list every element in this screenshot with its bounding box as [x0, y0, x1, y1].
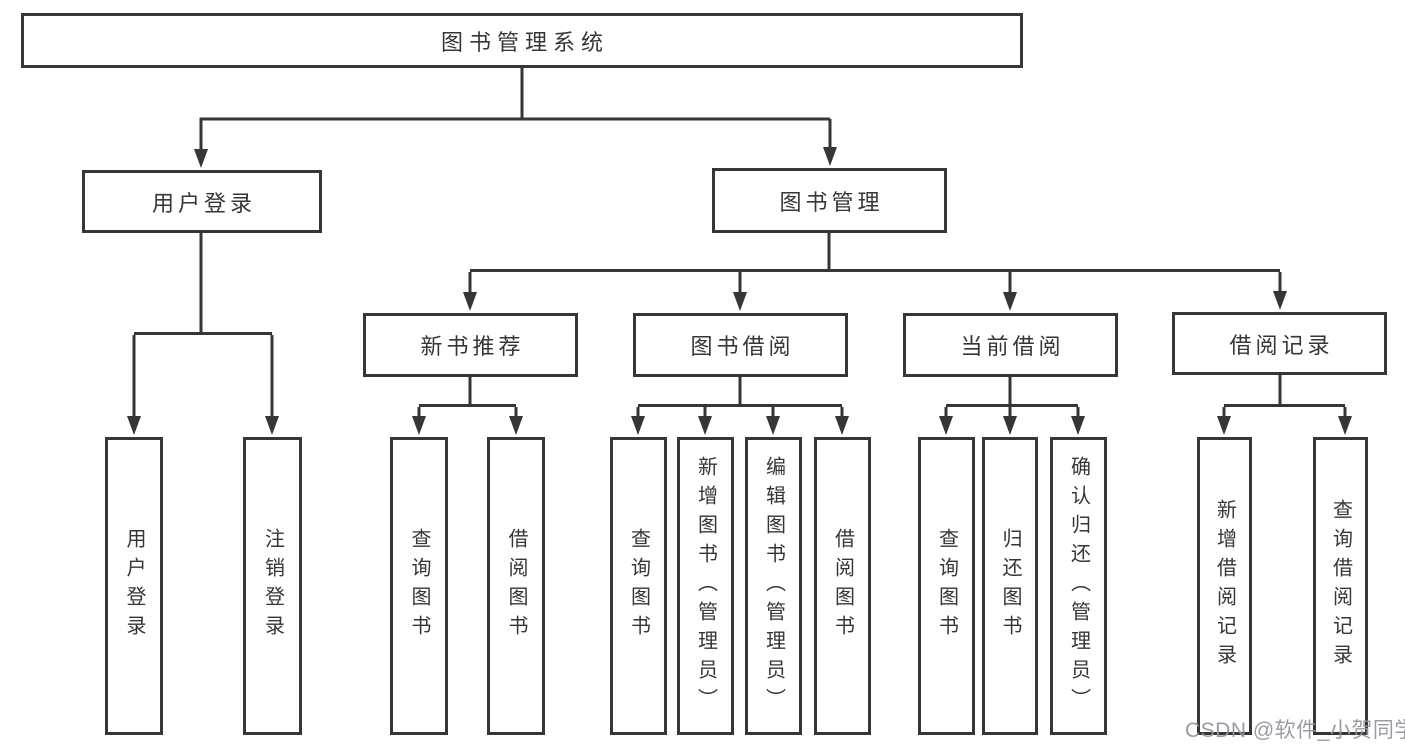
node-leaf-add-borrow-record: 新增借阅记录	[1197, 437, 1252, 735]
node-leaf-return-book: 归还图书	[982, 437, 1038, 735]
arrowhead	[194, 149, 208, 168]
edge-user-login-to-leaves	[127, 233, 279, 435]
node-leaf-confirm-return-admin: 确认归还（管理员）	[1050, 437, 1107, 735]
node-borrow-record-label: 借阅记录	[1229, 332, 1334, 358]
node-book-mgmt-label: 图书管理	[779, 189, 884, 215]
arrowhead	[463, 292, 477, 311]
edge-line	[1222, 375, 1347, 417]
edge-root-to-level2	[194, 68, 837, 168]
node-leaf-query-book-3-label: 查询图书	[935, 528, 958, 644]
node-leaf-query-book-2-label: 查询图书	[627, 528, 650, 644]
node-leaf-borrow-book-1: 借阅图书	[487, 437, 545, 735]
edge-line	[199, 68, 832, 150]
arrowhead	[265, 416, 279, 435]
node-leaf-query-book-2: 查询图书	[610, 437, 667, 735]
arrowhead	[1217, 416, 1231, 435]
edge-borrow-record-to-leaves	[1217, 375, 1352, 435]
edge-line	[468, 233, 1282, 292]
edge-line	[636, 377, 844, 417]
edge-book-borrow-to-leaves	[631, 377, 849, 435]
edge-book-mgmt-to-level3	[463, 233, 1287, 311]
node-leaf-query-borrow-record: 查询借阅记录	[1313, 437, 1368, 735]
node-user-login: 用户登录	[82, 170, 322, 233]
node-borrow-record: 借阅记录	[1172, 312, 1387, 375]
arrowhead	[1003, 416, 1017, 435]
arrowhead	[766, 416, 780, 435]
edge-new-book-to-leaves	[412, 377, 523, 435]
node-leaf-add-book-admin: 新增图书（管理员）	[677, 437, 734, 735]
node-leaf-borrow-book-1-label: 借阅图书	[505, 528, 527, 644]
node-leaf-query-book-1-label: 查询图书	[408, 528, 430, 644]
arrowhead	[127, 416, 141, 435]
node-user-login-label: 用户登录	[151, 190, 256, 216]
node-leaf-user-login: 用户登录	[105, 437, 163, 735]
node-leaf-query-book-1: 查询图书	[390, 437, 448, 735]
node-leaf-query-borrow-record-label: 查询借阅记录	[1329, 499, 1352, 673]
node-leaf-edit-book-admin-label: 编辑图书（管理员）	[762, 455, 785, 717]
arrowhead	[939, 416, 953, 435]
node-root: 图书管理系统	[21, 13, 1023, 68]
node-book-borrow-label: 图书借阅	[690, 334, 795, 359]
node-leaf-user-login-label: 用户登录	[123, 528, 145, 644]
node-current-borrow: 当前借阅	[903, 313, 1118, 377]
node-leaf-edit-book-admin: 编辑图书（管理员）	[745, 437, 802, 735]
edge-line	[132, 233, 274, 416]
arrowhead	[412, 416, 426, 435]
node-leaf-logout: 注销登录	[243, 437, 302, 735]
arrowhead	[835, 416, 849, 435]
node-leaf-borrow-book-2-label: 借阅图书	[831, 528, 854, 644]
arrowhead	[698, 416, 712, 435]
arrowhead	[1273, 291, 1287, 310]
node-root-label: 图书管理系统	[440, 29, 609, 55]
node-leaf-add-book-admin-label: 新增图书（管理员）	[694, 455, 717, 717]
arrowhead	[823, 147, 837, 166]
node-leaf-confirm-return-admin-label: 确认归还（管理员）	[1067, 455, 1090, 717]
node-leaf-logout-label: 注销登录	[261, 528, 284, 644]
node-current-borrow-label: 当前借阅	[960, 334, 1065, 359]
node-book-mgmt: 图书管理	[712, 168, 947, 233]
edge-line	[417, 377, 518, 417]
node-leaf-borrow-book-2: 借阅图书	[814, 437, 871, 735]
arrowhead	[631, 416, 645, 435]
edge-current-borrow-to-leaves	[939, 377, 1085, 435]
node-leaf-return-book-label: 归还图书	[999, 528, 1021, 644]
arrowhead	[509, 416, 523, 435]
node-leaf-add-borrow-record-label: 新增借阅记录	[1213, 499, 1236, 673]
node-leaf-query-book-3: 查询图书	[918, 437, 975, 735]
arrowhead	[733, 292, 747, 311]
arrowhead	[1338, 416, 1352, 435]
csdn-watermark: CSDN @软件_小贺同学	[1185, 719, 1405, 742]
node-new-book-recommend-label: 新书推荐	[420, 334, 525, 359]
edge-line	[944, 377, 1080, 417]
arrowhead	[1071, 416, 1085, 435]
arrowhead	[1003, 292, 1017, 311]
node-book-borrow: 图书借阅	[633, 313, 848, 377]
node-new-book-recommend: 新书推荐	[363, 313, 578, 377]
